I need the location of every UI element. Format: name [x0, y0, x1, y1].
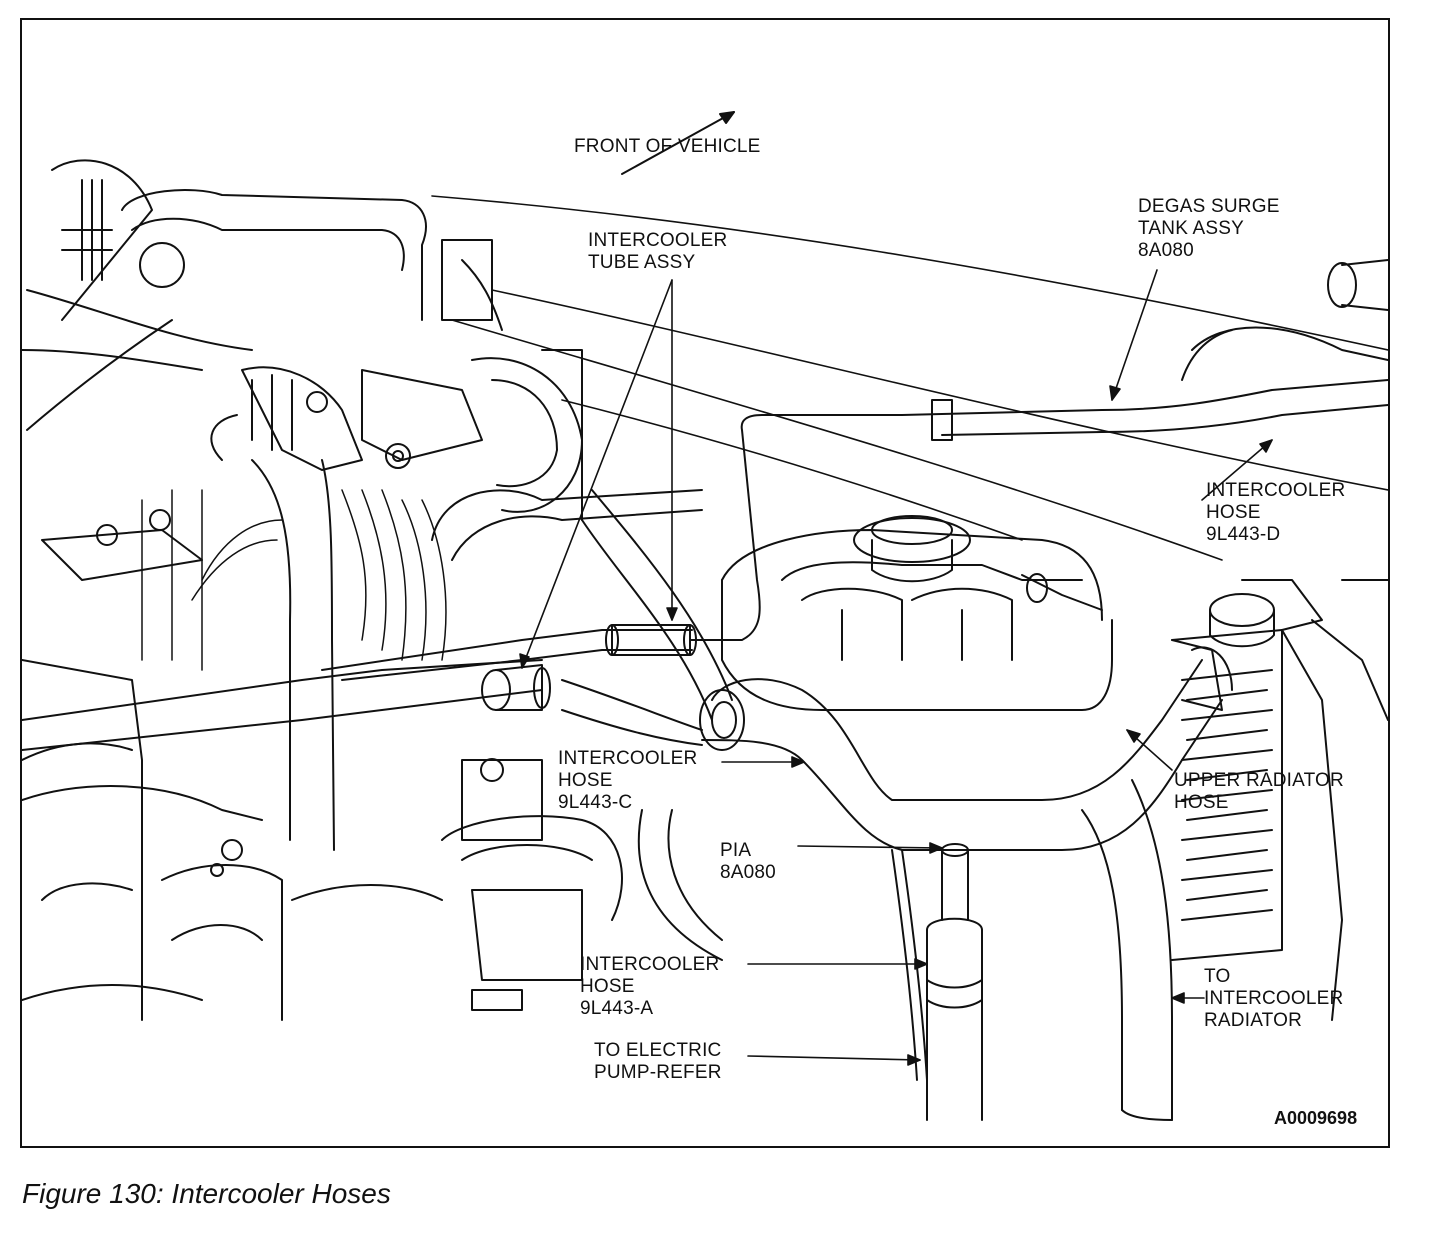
intercooler-hose-d-label: INTERCOOLER HOSE 9L443-D	[1206, 480, 1346, 545]
pia-hose	[891, 843, 983, 1121]
intercooler-tube-assy-label: INTERCOOLER TUBE ASSY	[588, 230, 728, 273]
front-of-vehicle-label: FRONT OF VEHICLE	[574, 136, 761, 157]
engine-lower	[22, 659, 623, 1021]
engine-drawing	[22, 111, 1388, 1121]
front-arrow	[621, 111, 735, 175]
fender-lines	[431, 195, 1388, 561]
lower-right-hose	[1081, 779, 1173, 1121]
intercooler-hose-a-label: INTERCOOLER HOSE 9L443-A	[580, 954, 720, 1019]
throttle-body	[241, 349, 583, 521]
to-intercooler-radiator-label: TO INTERCOOLER RADIATOR	[1204, 966, 1344, 1031]
intercooler-radiator	[1171, 579, 1388, 1021]
drawing-id: A0009698	[1274, 1108, 1358, 1128]
intercooler-tube-assy	[22, 414, 903, 751]
figure-caption: Figure 130: Intercooler Hoses	[22, 1178, 391, 1209]
pia-label: PIA 8A080	[720, 840, 776, 883]
bolts	[41, 509, 504, 877]
intake-manifold	[22, 159, 503, 431]
degas-surge-tank	[721, 515, 1113, 711]
diagonal-tube	[561, 679, 703, 746]
left-vertical-hose	[210, 414, 335, 851]
upper-radiator-hose	[699, 639, 1233, 851]
leader-lines	[519, 269, 1273, 1066]
intercooler-hose-c-label: INTERCOOLER HOSE 9L443-C	[558, 748, 698, 813]
degas-upper-hose	[901, 259, 1388, 441]
upper-radiator-hose-label: UPPER RADIATOR HOSE	[1174, 770, 1344, 813]
to-electric-pump-label: TO ELECTRIC PUMP-REFER	[594, 1040, 722, 1083]
figure-frame: FRONT OF VEHICLE INTERCOOLER TUBE ASSY D…	[20, 18, 1390, 1148]
hose-loop	[431, 489, 733, 961]
degas-surge-tank-label: DEGAS SURGE TANK ASSY 8A080	[1138, 196, 1280, 261]
supercharger-fins	[141, 489, 447, 671]
